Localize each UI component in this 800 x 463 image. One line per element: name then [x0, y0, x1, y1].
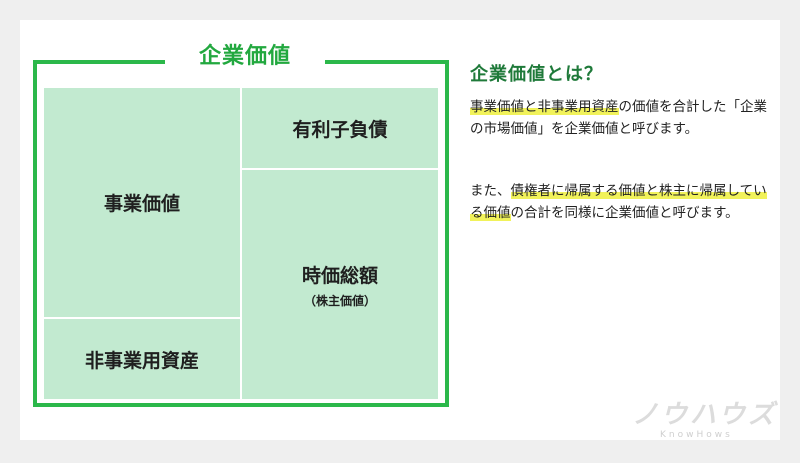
interest-bearing-debt-cell: 有利子負債 — [242, 88, 438, 168]
paragraph-text: また、 — [470, 183, 511, 199]
paragraph-text: の合計を同様に企業価値と呼びます。 — [510, 205, 739, 221]
panel-heading: 企業価値とは？ — [470, 64, 603, 85]
explanation-paragraph-2: また、債権者に帰属する価値と株主に帰属している価値の合計を同様に企業価値と呼びま… — [470, 180, 770, 224]
logo-mark: ノウハウズ — [632, 400, 778, 430]
business-value-label: 事業価値 — [103, 193, 180, 215]
market-cap-sublabel: （株主価値） — [303, 293, 376, 308]
interest-bearing-debt-label: 有利子負債 — [292, 118, 388, 141]
diagram-title: 企業価値 — [165, 40, 325, 74]
highlight-text: 事業価値と非事業用資産 — [470, 99, 619, 115]
paragraph-text: の価値を合計した「企業の市場価値」を企業価値と呼びます。 — [470, 99, 767, 137]
non-business-assets-cell: 非事業用資産 — [44, 319, 240, 399]
market-cap-cell: 時価総額 （株主価値） — [242, 170, 438, 399]
knowhows-logo: ノウハウズ KnowHows — [632, 400, 782, 450]
explanation-paragraph-1: 事業価値と非事業用資産の価値を合計した「企業の市場価値」を企業価値と呼びます。 — [470, 96, 770, 140]
logo-subtext: KnowHows — [660, 430, 733, 440]
non-business-assets-label: 非事業用資産 — [84, 349, 199, 372]
business-value-cell: 事業価値 — [44, 88, 240, 317]
market-cap-label: 時価総額 — [301, 264, 378, 287]
